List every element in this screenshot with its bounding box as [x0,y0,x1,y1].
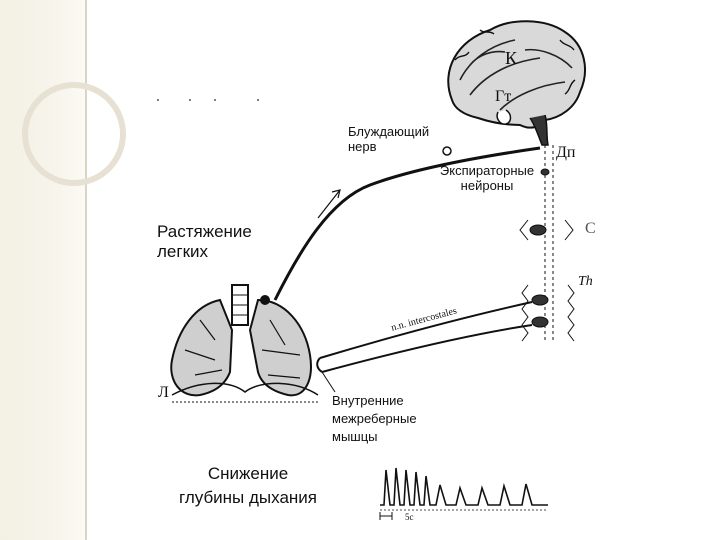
spinal-neurons [529,168,550,328]
hypothalamus-label: Гт [495,88,512,105]
lungs-illustration [170,284,319,403]
vagus-nerve-node [442,146,452,156]
spinal-cord [519,145,575,342]
lung-stretch-label: Растяжение легких [157,222,252,261]
time-scale-label: 5с [405,512,414,522]
cervical-label: С [585,220,596,237]
muscle-pointer [321,371,336,393]
brain-illustration [447,20,586,146]
intercostal-muscles-label: Внутренние межреберные мышцы [332,393,417,444]
cortex-label: К [505,48,518,68]
decorative-ring [22,82,126,186]
vagus-nerve-path [273,146,541,301]
breathing-trace [380,467,548,511]
medulla-label: Дп [556,144,576,161]
direction-arrow-icon [317,189,341,219]
thoracic-label: Th [578,274,593,289]
vagus-nerve-label: Блуждающий нерв [348,124,430,154]
intercostal-nerves [316,301,533,373]
stray-dots [157,99,259,101]
time-scale-bar [379,512,393,520]
expiratory-neurons-label: Экспираторные нейроны [439,163,535,193]
lungs-label: Л [158,384,169,401]
reduced-depth-label: Снижение глубины дыхания [179,464,317,507]
decorative-side-line [85,0,87,540]
